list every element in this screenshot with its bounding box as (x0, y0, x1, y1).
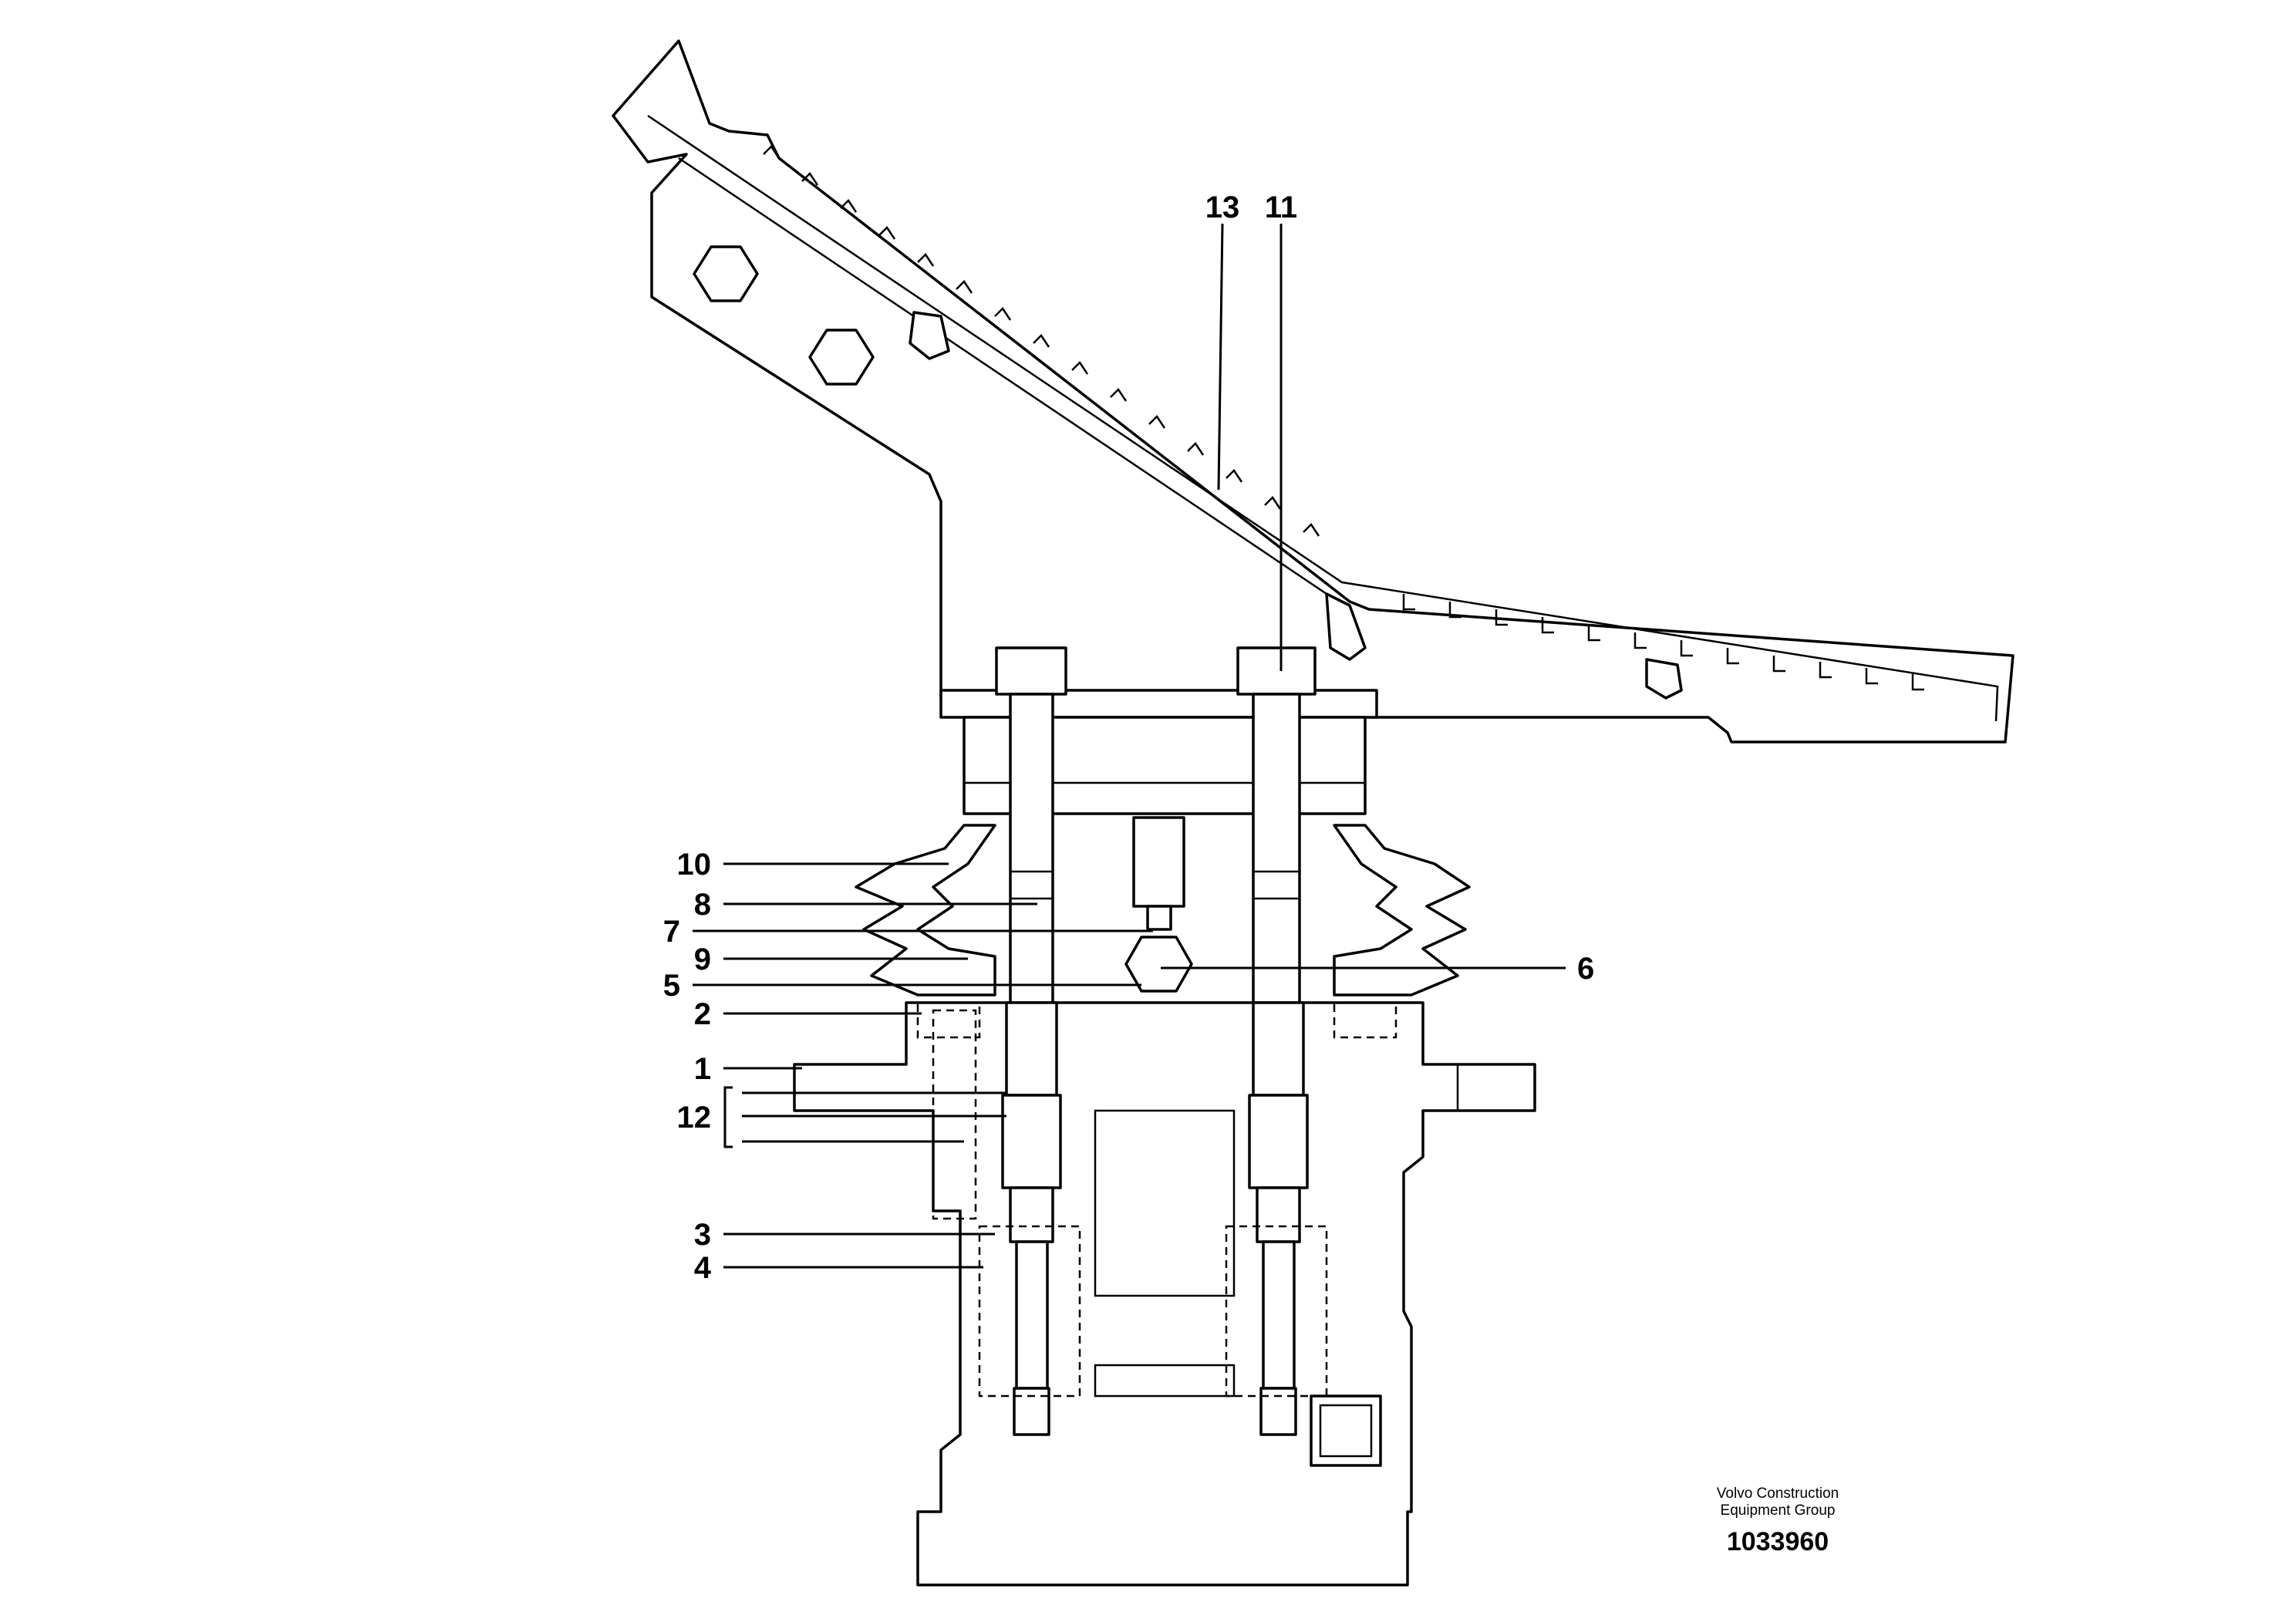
valve-body (793, 1001, 1536, 1587)
callout-4: 4 (694, 1251, 712, 1285)
company-name-line2: Equipment Group (1721, 1502, 1836, 1519)
bracket-12 (723, 1086, 733, 1148)
pedal-base-plate (939, 689, 1378, 815)
spool-assembly-right (1225, 1001, 1397, 1436)
callout-6: 6 (1577, 952, 1594, 986)
callout-10: 10 (677, 848, 712, 882)
callout-labels: 13 11 10 8 7 9 6 5 2 1 12 3 4 (663, 191, 1595, 1285)
foot-pedal (612, 39, 2014, 744)
push-rods (995, 646, 1317, 1012)
leader-lines (693, 223, 1566, 1269)
document-number: 1033960 (1727, 1527, 1829, 1556)
callout-9: 9 (694, 943, 711, 976)
callout-5: 5 (663, 969, 680, 1003)
callout-1: 1 (694, 1052, 711, 1086)
callout-11: 11 (1265, 191, 1297, 224)
callout-3: 3 (694, 1218, 711, 1252)
callout-2: 2 (694, 997, 711, 1031)
spool-assembly-left (916, 1001, 1081, 1436)
callout-7: 7 (663, 915, 680, 949)
bracket-bolt-upper (693, 245, 759, 302)
callout-12: 12 (677, 1101, 712, 1135)
rubber-boots (855, 824, 1471, 996)
footer-credit: Volvo Construction Equipment Group 10339… (1717, 1485, 1839, 1556)
callout-13: 13 (1205, 191, 1240, 224)
leader-13 (1217, 223, 1224, 491)
bracket-bolt-lower (808, 329, 875, 386)
callout-8: 8 (694, 888, 711, 922)
company-name-line1: Volvo Construction (1717, 1485, 1839, 1502)
